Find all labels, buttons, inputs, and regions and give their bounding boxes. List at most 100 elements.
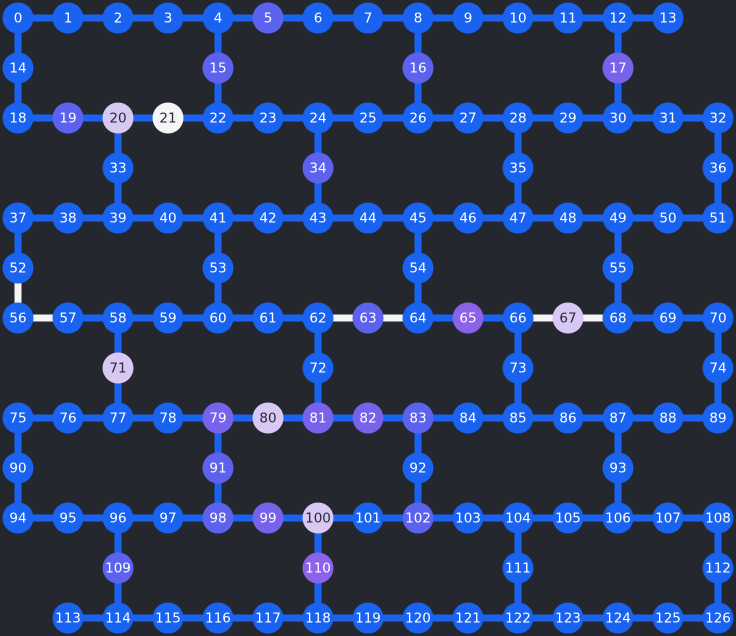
qubit-node-69: 69 (652, 302, 684, 334)
qubit-node-10: 10 (502, 2, 534, 34)
qubit-circle (102, 152, 134, 184)
qubit-label: 97 (159, 511, 176, 527)
qubit-label: 98 (209, 511, 226, 527)
qubit-node-64: 64 (402, 302, 434, 334)
qubit-circle (402, 102, 434, 134)
qubit-circle (502, 202, 534, 234)
qubit-circle (602, 2, 634, 34)
qubit-node-126: 126 (702, 602, 734, 634)
qubit-label: 72 (309, 361, 326, 377)
qubit-label: 81 (309, 411, 326, 427)
qubit-label: 117 (255, 611, 281, 627)
qubit-circle (352, 402, 384, 434)
qubit-label: 9 (464, 11, 473, 27)
qubit-circle (702, 402, 734, 434)
qubit-circle (52, 302, 84, 334)
qubit-circle (502, 552, 534, 584)
qubit-circle (652, 102, 684, 134)
qubit-label: 60 (209, 311, 226, 327)
qubit-circle (552, 602, 584, 634)
qubit-node-115: 115 (152, 602, 184, 634)
qubit-label: 24 (309, 111, 326, 127)
qubit-label: 15 (209, 61, 226, 77)
qubit-node-95: 95 (52, 502, 84, 534)
qubit-label: 5 (264, 11, 273, 27)
qubit-label: 89 (709, 411, 726, 427)
qubit-label: 7 (364, 11, 373, 27)
qubit-circle (252, 102, 284, 134)
qubit-label: 121 (455, 611, 481, 627)
qubit-circle (102, 502, 134, 534)
qubit-node-13: 13 (652, 2, 684, 34)
qubit-circle (2, 252, 34, 284)
qubit-node-55: 55 (602, 252, 634, 284)
qubit-circle (152, 202, 184, 234)
qubit-label: 101 (355, 511, 381, 527)
qubit-label: 90 (9, 461, 26, 477)
qubit-node-97: 97 (152, 502, 184, 534)
qubit-circle (652, 502, 684, 534)
qubit-label: 12 (609, 11, 626, 27)
qubit-label: 100 (305, 511, 331, 527)
qubit-label: 62 (309, 311, 326, 327)
qubit-node-125: 125 (652, 602, 684, 634)
qubit-label: 109 (105, 561, 131, 577)
qubit-label: 44 (359, 211, 376, 227)
qubit-label: 27 (459, 111, 476, 127)
qubit-circle (52, 202, 84, 234)
qubit-node-72: 72 (302, 352, 334, 384)
qubit-circle (202, 102, 234, 134)
qubit-node-6: 6 (302, 2, 334, 34)
qubit-node-41: 41 (202, 202, 234, 234)
qubit-label: 20 (109, 111, 126, 127)
qubit-node-61: 61 (252, 302, 284, 334)
qubit-node-24: 24 (302, 102, 334, 134)
qubit-node-12: 12 (602, 2, 634, 34)
qubit-node-120: 120 (402, 602, 434, 634)
qubit-label: 82 (359, 411, 376, 427)
qubit-circle (402, 2, 434, 34)
qubit-circle (302, 2, 334, 34)
qubit-node-9: 9 (452, 2, 484, 34)
qubit-label: 67 (559, 311, 576, 327)
qubit-circle (602, 52, 634, 84)
qubit-label: 96 (109, 511, 126, 527)
qubit-node-30: 30 (602, 102, 634, 134)
qubit-circle (252, 502, 284, 534)
qubit-label: 73 (509, 361, 526, 377)
qubit-label: 10 (509, 11, 526, 27)
qubit-circle (602, 502, 634, 534)
qubit-node-50: 50 (652, 202, 684, 234)
qubit-node-118: 118 (302, 602, 334, 634)
qubit-circle (202, 502, 234, 534)
qubit-label: 99 (259, 511, 276, 527)
qubit-label: 13 (659, 11, 676, 27)
qubit-label: 108 (705, 511, 731, 527)
qubit-node-7: 7 (352, 2, 384, 34)
qubit-label: 30 (609, 111, 626, 127)
qubit-node-34: 34 (302, 152, 334, 184)
qubit-circle (402, 502, 434, 534)
qubit-circle (352, 602, 384, 634)
qubit-label: 38 (59, 211, 76, 227)
qubit-label: 114 (105, 611, 131, 627)
qubit-circle (602, 402, 634, 434)
qubit-label: 110 (305, 561, 331, 577)
qubit-circle (602, 202, 634, 234)
qubit-circle (352, 302, 384, 334)
qubit-circle (402, 52, 434, 84)
qubit-node-74: 74 (702, 352, 734, 384)
qubit-node-45: 45 (402, 202, 434, 234)
qubit-circle (702, 202, 734, 234)
qubit-label: 105 (555, 511, 581, 527)
qubit-circle (702, 502, 734, 534)
qubit-node-51: 51 (702, 202, 734, 234)
qubit-label: 76 (59, 411, 76, 427)
qubit-node-94: 94 (2, 502, 34, 534)
qubit-node-87: 87 (602, 402, 634, 434)
qubit-circle (302, 352, 334, 384)
qubit-label: 41 (209, 211, 226, 227)
qubit-label: 37 (9, 211, 26, 227)
qubit-circle (602, 452, 634, 484)
qubit-label: 123 (555, 611, 581, 627)
